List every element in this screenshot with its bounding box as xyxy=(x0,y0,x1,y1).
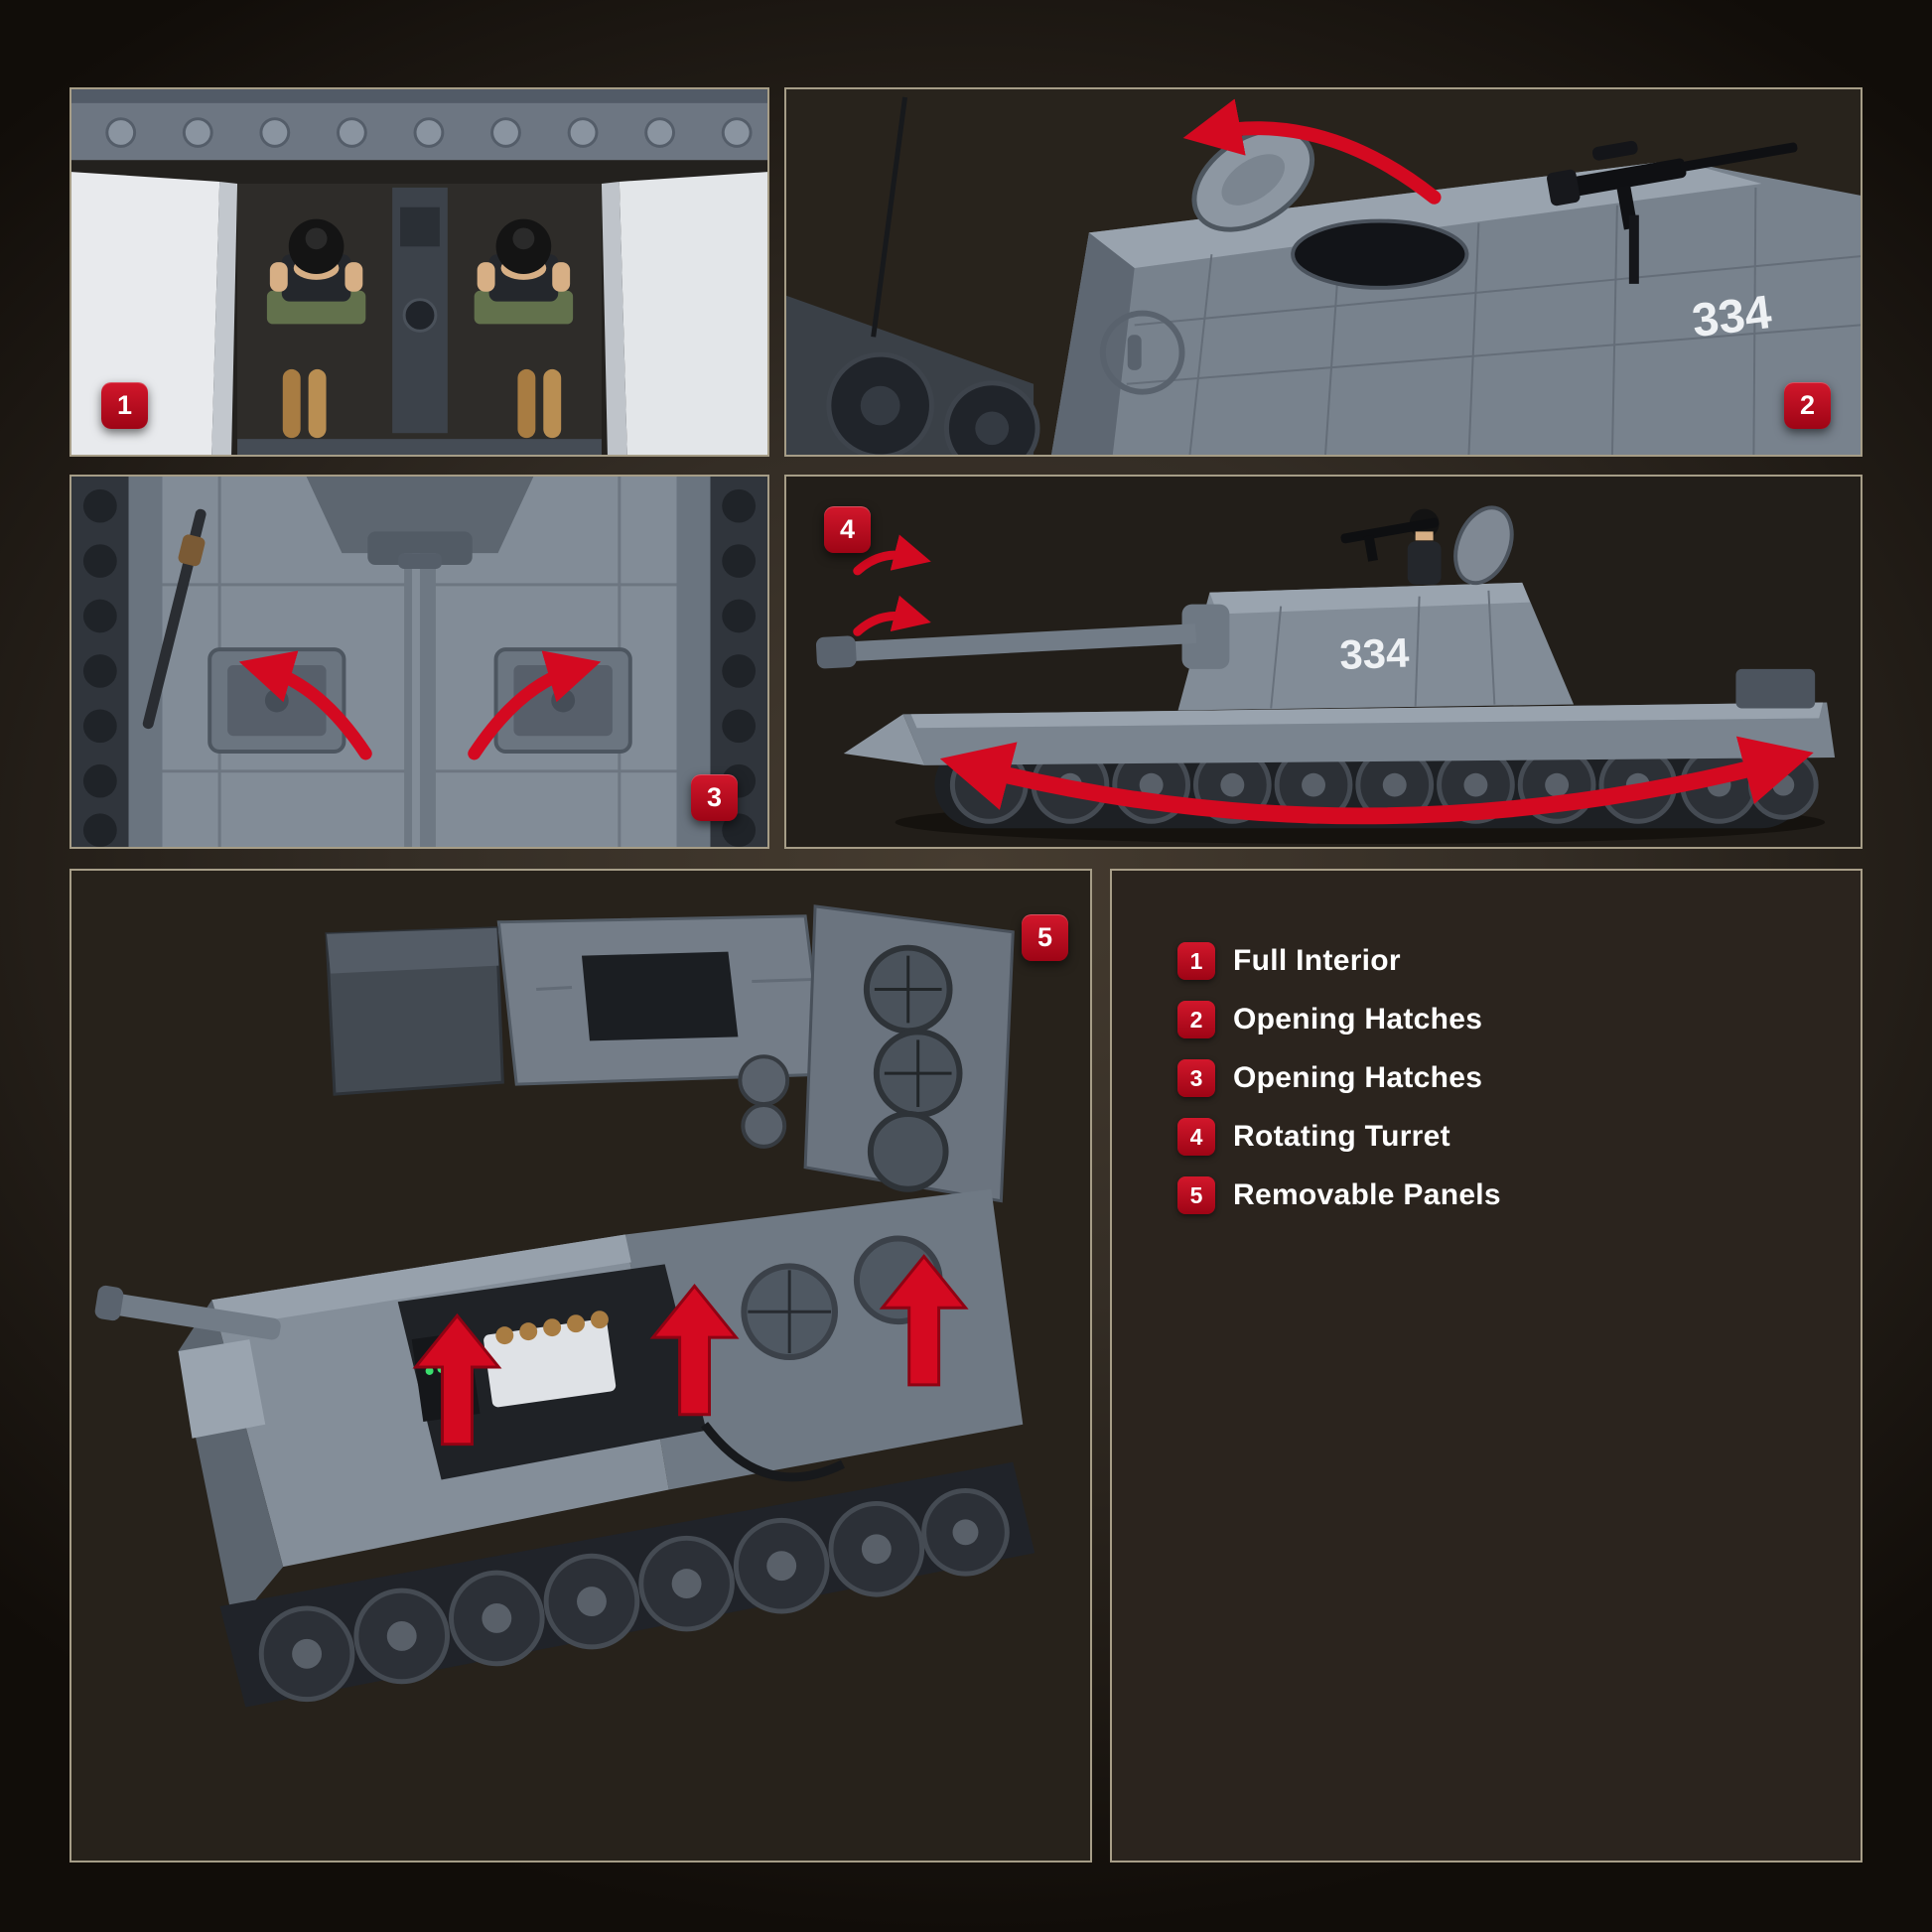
legend-number-badge: 2 xyxy=(1177,1001,1215,1038)
removed-side-panel xyxy=(325,926,504,1096)
full-interior-photo xyxy=(71,89,767,455)
open-hatch-hole xyxy=(1293,220,1467,288)
engine-hose xyxy=(700,1422,845,1482)
stowed-tool xyxy=(142,508,207,730)
removed-roof-panel xyxy=(496,914,827,1086)
legend-label: Opening Hatches xyxy=(1233,1003,1483,1035)
legend-label: Rotating Turret xyxy=(1233,1120,1450,1153)
deck-hatch-photo xyxy=(71,477,767,847)
mantlet xyxy=(306,477,534,554)
commander-minifig xyxy=(1340,505,1514,586)
legend-label: Full Interior xyxy=(1233,944,1401,977)
legend-label: Removable Panels xyxy=(1233,1178,1501,1211)
legend-item-opening-hatches-2: 3 Opening Hatches xyxy=(1177,1059,1861,1097)
tank-tracks xyxy=(219,1461,1035,1708)
legend-item-full-interior: 1 Full Interior xyxy=(1177,942,1861,980)
gun-barrel xyxy=(94,1285,281,1340)
interior-rail-right xyxy=(619,172,767,455)
legend-number-badge: 4 xyxy=(1177,1118,1215,1156)
removed-engine-panel xyxy=(738,904,1015,1203)
turret-number: 334 xyxy=(1689,286,1774,347)
rotate-turret-arrow xyxy=(939,736,1814,825)
rotation-cue-arrow xyxy=(853,534,931,576)
hatch-open-arrow-left xyxy=(238,650,372,760)
panel-rotating-turret: 334 4 xyxy=(784,475,1863,849)
panel-opening-hatches-deck: 3 xyxy=(69,475,769,849)
rotating-turret-photo: 334 xyxy=(786,477,1861,847)
legend-number-badge: 5 xyxy=(1177,1176,1215,1214)
feature-legend: 1 Full Interior 2 Opening Hatches 3 Open… xyxy=(1177,942,1861,1214)
stud-row xyxy=(105,117,753,148)
callout-badge-3: 3 xyxy=(691,774,738,821)
callout-badge-2: 2 xyxy=(1784,382,1831,429)
legend-number-badge: 1 xyxy=(1177,942,1215,980)
legend-item-opening-hatches-1: 2 Opening Hatches xyxy=(1177,1001,1861,1038)
rotation-cue-arrow xyxy=(853,595,931,636)
antenna xyxy=(871,96,908,338)
turret xyxy=(1177,582,1575,711)
callout-badge-4: 4 xyxy=(824,506,871,553)
lift-arrows xyxy=(412,1254,969,1447)
hatch-open-arrow xyxy=(1182,98,1442,205)
turret-port xyxy=(1099,310,1185,395)
turret-number: 334 xyxy=(1339,629,1410,678)
legend-label: Opening Hatches xyxy=(1233,1061,1483,1094)
legend-number-badge: 3 xyxy=(1177,1059,1215,1097)
callout-badge-1: 1 xyxy=(101,382,148,429)
panel-full-interior: 1 xyxy=(69,87,769,457)
panel-removable-panels: 5 xyxy=(69,869,1092,1863)
legend-item-rotating-turret: 4 Rotating Turret xyxy=(1177,1118,1861,1156)
turret-hatch-photo: 334 xyxy=(786,89,1861,455)
removable-panels-photo xyxy=(71,871,1090,1861)
gun-barrel xyxy=(815,623,1196,669)
ammo-shells xyxy=(282,368,562,439)
crew-minifig xyxy=(266,218,366,325)
panel-opening-hatches-turret: 334 2 xyxy=(784,87,1863,457)
callout-badge-5: 5 xyxy=(1022,914,1068,961)
hatch-open-arrow-right xyxy=(468,650,602,760)
legend-item-removable-panels: 5 Removable Panels xyxy=(1177,1176,1861,1214)
crew-minifig xyxy=(474,218,574,325)
ammo-shells xyxy=(495,1311,609,1345)
legend-panel: 1 Full Interior 2 Opening Hatches 3 Open… xyxy=(1110,869,1863,1863)
